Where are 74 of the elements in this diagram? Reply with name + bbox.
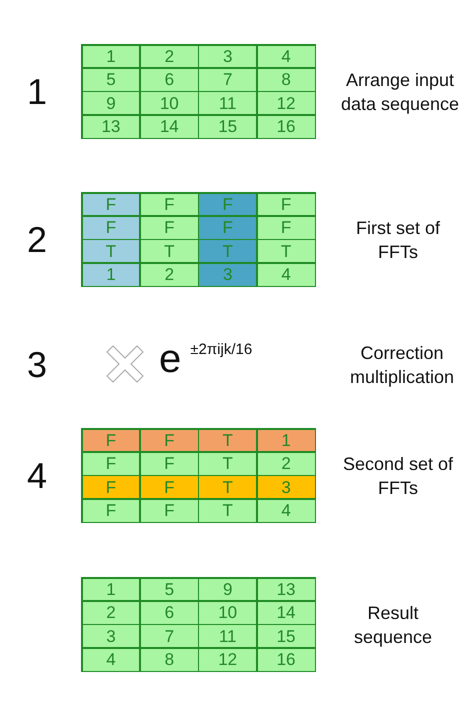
table-cell: 3 [258,476,314,498]
table-cell: 10 [199,602,256,624]
step-description: Second set of FFTs [342,452,454,500]
table-cell: 3 [82,625,140,648]
table-cell: F [140,500,198,522]
table-cell: F [199,194,256,216]
table-cell: 13 [258,578,314,600]
table-cell: 16 [258,648,314,670]
table-cell: F [140,452,198,475]
table-cell: 6 [140,602,198,624]
table-cell: F [140,476,198,498]
table-cell: 2 [258,452,314,475]
table-cell: T [199,240,256,262]
table-cell: F [82,476,140,498]
table-cell: T [82,240,140,262]
table-cell: F [140,216,198,239]
table-cell: 12 [258,92,314,114]
table-cell: 3 [199,264,256,286]
table-cell: 15 [199,116,256,138]
table-cell: 9 [82,92,140,114]
table-cell: 4 [258,46,314,68]
table-cell: T [199,476,256,498]
table-cell: T [258,240,314,262]
table-cell: 14 [140,116,198,138]
table-cell: 4 [258,264,314,286]
table-cell: 8 [140,648,198,670]
table-cell: 7 [199,68,256,91]
table-cell: T [199,500,256,522]
table-cell: 4 [82,648,140,670]
table-cell: F [82,216,140,239]
step-description: Arrange input data sequence [340,68,460,116]
table-cell: 2 [140,46,198,68]
table-cell: F [82,194,140,216]
table-cell: T [199,430,256,452]
table-cell: 16 [258,116,314,138]
table-cell: 6 [140,68,198,91]
table-cell: 4 [258,500,314,522]
table-cell: 1 [82,578,140,600]
step-description: Correction multiplication [348,342,456,388]
step-number: 4 [26,458,48,494]
table-cell: T [199,452,256,475]
table-cell: 1 [82,46,140,68]
step-number: 3 [26,346,48,382]
table-cell: 11 [199,92,256,114]
table-cell: 10 [140,92,198,114]
table-cell: 14 [258,602,314,624]
table-cell: 1 [258,430,314,452]
table-cell: T [140,240,198,262]
table-cell: F [258,216,314,239]
table-cell: F [82,430,140,452]
table-cell: 1 [82,264,140,286]
table-cell: 13 [82,116,140,138]
table-cell: 2 [140,264,198,286]
table-cell: F [140,194,198,216]
table-cell: 2 [82,602,140,624]
step-number: 1 [26,74,48,110]
table-cell: F [140,430,198,452]
table-cell: 9 [199,578,256,600]
table-cell: 12 [199,648,256,670]
exponential-formula: e$^{±2πijk/16}$ [159,339,252,379]
step-number: 2 [26,222,48,258]
table-cell: 15 [258,625,314,648]
table-cell: 3 [199,46,256,68]
table-cell: F [258,194,314,216]
table-cell: 11 [199,625,256,648]
table-cell: 8 [258,68,314,91]
table-cell: 7 [140,625,198,648]
step-description: Result sequence [352,602,434,648]
table-cell: F [82,500,140,522]
table-cell: 5 [140,578,198,600]
step-description: First set of FFTs [354,216,441,264]
table-cell: F [82,452,140,475]
table-cell: 5 [82,68,140,91]
table-cell: F [199,216,256,239]
